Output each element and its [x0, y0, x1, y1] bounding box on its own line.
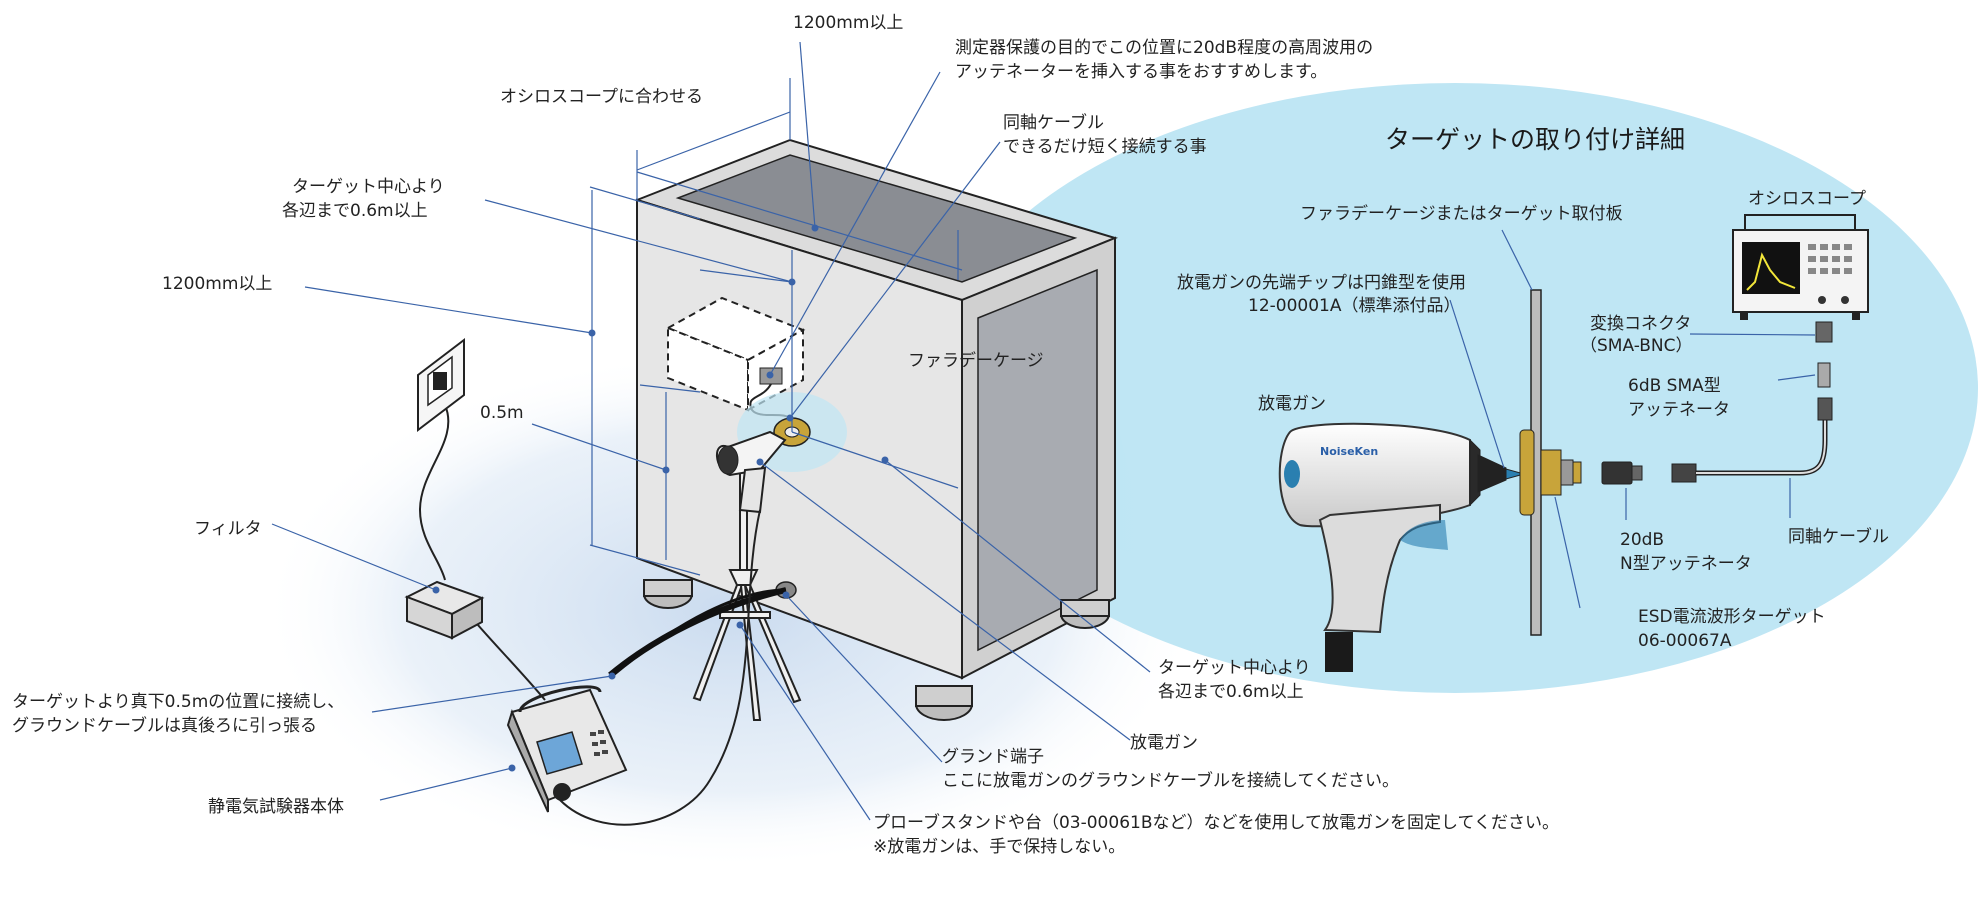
detail-sma-att-l2: アッテネータ: [1628, 400, 1730, 420]
detail-n-att-l2: N型アッテネータ: [1620, 554, 1752, 574]
detail-oscilloscope: [1732, 214, 1869, 320]
dim-half-meter: 0.5m: [480, 403, 524, 423]
probe-stand-l1: プローブスタンドや台（03-00061Bなど）などを使用して放電ガンを固定してく…: [873, 812, 1559, 833]
filter-label: フィルタ: [194, 519, 262, 539]
ground-cable: [608, 587, 787, 678]
probe-stand: [692, 459, 802, 721]
detail-adapter: [1815, 321, 1833, 343]
detail-sma-attenuator: [1817, 362, 1831, 388]
probe-stand-l2: ※放電ガンは、手で保持しない。: [873, 837, 1125, 857]
note-attenuator-l2: アッテネーターを挿入する事をおすすめします。: [955, 62, 1327, 82]
faraday-cabinet: [633, 138, 1119, 721]
gun-brand: NoiseKen: [1320, 445, 1378, 458]
note-attenuator-l1: 測定器保護の目的でこの位置に20dB程度の高周波用の: [955, 38, 1373, 58]
coax-short-l1: 同軸ケーブル: [1003, 112, 1104, 133]
detail-tip-l1: 放電ガンの先端チップは円錐型を使用: [1177, 272, 1466, 293]
detail-n-attenuator: [1601, 461, 1643, 485]
ground-connect-l1: ターゲットより真下0.5mの位置に接続し、: [12, 692, 344, 712]
detail-discharge-gun: NoiseKen: [1278, 422, 1526, 672]
discharge-gun-small: [715, 430, 787, 514]
detail-adapter-l2: （SMA-BNC）: [1580, 336, 1693, 356]
target-center-top-l1: ターゲット中心より: [292, 177, 445, 197]
ground-connect-l2: グラウンドケーブルは真後ろに引っ張る: [12, 715, 317, 736]
faraday-cage-label: ファラデーケージ: [908, 350, 1044, 371]
detail-target-l1: ESD電流波形ターゲット: [1638, 607, 1826, 627]
detail-faraday-plate: ファラデーケージまたはターゲット取付板: [1300, 203, 1623, 224]
gun-cable: [559, 509, 761, 826]
match-oscilloscope: オシロスコープに合わせる: [500, 87, 703, 107]
coax-short-l2: できるだけ短く接続する事: [1003, 137, 1207, 157]
detail-gun-label: 放電ガン: [1258, 394, 1326, 414]
tester-body-label: 静電気試験器本体: [208, 797, 344, 817]
detail-sma-att-l1: 6dB SMA型: [1628, 376, 1721, 396]
detail-bubble: [932, 83, 1978, 693]
detail-adapter-l1: 変換コネクタ: [1590, 314, 1691, 334]
tester-body: [506, 685, 628, 813]
detail-coax-label: 同軸ケーブル: [1788, 526, 1889, 547]
power-cable: [418, 404, 450, 581]
wall-outlet: [417, 337, 465, 433]
ground-terminal-l2: ここに放電ガンのグラウンドケーブルを接続してください。: [942, 770, 1399, 791]
gun-label-main: 放電ガン: [1130, 733, 1198, 753]
detail-coax: [1671, 397, 1833, 483]
dim-left-1200mm: 1200mm以上: [162, 274, 272, 294]
ground-terminal-l1: グランド端子: [942, 747, 1044, 767]
target-center-top-l2: 各辺まで0.6m以上: [282, 201, 428, 221]
detail-target-l2: 06-00067A: [1638, 631, 1732, 651]
detail-n-att-l1: 20dB: [1620, 530, 1664, 550]
detail-esd-target: [1519, 429, 1582, 516]
filter-box: [404, 580, 485, 640]
target-center-bottom-l2: 各辺まで0.6m以上: [1158, 682, 1304, 702]
detail-oscilloscope-label: オシロスコープ: [1748, 189, 1866, 209]
dim-top-1200mm: 1200mm以上: [793, 13, 903, 33]
detail-tip-l2: 12-00001A（標準添付品）: [1248, 296, 1460, 316]
target-center-bottom-l1: ターゲット中心より: [1158, 658, 1311, 678]
detail-title: ターゲットの取り付け詳細: [1385, 125, 1685, 154]
